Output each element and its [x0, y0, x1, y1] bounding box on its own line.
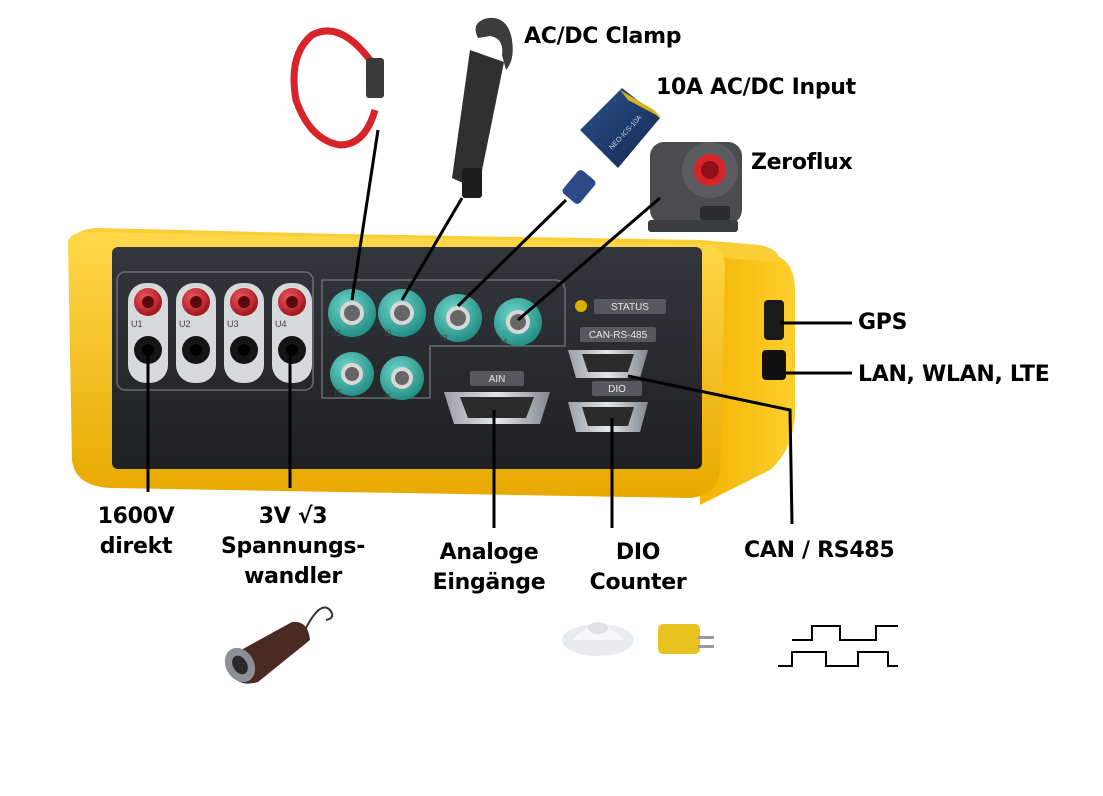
voltage-jack-u4[interactable]: U4	[272, 283, 312, 383]
current-sensor-10a-icon: NEO-ICS-10A	[562, 88, 662, 204]
i4-label: I4	[500, 337, 508, 347]
current-connector-i3[interactable]: I3	[434, 294, 482, 343]
zeroflux-label: Zeroflux	[751, 150, 853, 175]
voltage-section: U1 U2 U3 U4	[116, 271, 314, 391]
u4-label: U4	[275, 319, 287, 329]
gps-label: GPS	[858, 310, 908, 335]
v1600-line1: 1600V	[97, 504, 175, 529]
signal-waveform-icon	[778, 625, 898, 667]
dio-counter-label: DIO Counter	[568, 538, 708, 598]
u2-label: U2	[179, 319, 191, 329]
voltage-jack-u1[interactable]: U1	[128, 283, 168, 383]
leader-lines	[146, 129, 852, 528]
i3-label: I3	[440, 333, 448, 343]
zeroflux-sensor-icon	[648, 142, 742, 232]
dio-panel-label: DIO	[608, 384, 626, 395]
current-connector-i6[interactable]: I6	[380, 356, 424, 402]
current-connector-i5[interactable]: I5	[330, 352, 374, 398]
can-rs485-port[interactable]	[568, 350, 648, 378]
ain-port[interactable]	[444, 392, 550, 424]
i1-label: I1	[334, 328, 342, 338]
analog-inputs-label: Analoge Eingänge	[414, 538, 564, 598]
i5-label: I5	[334, 388, 342, 398]
v1600-line2: direkt	[99, 534, 173, 559]
can-rs485-caption: CAN / RS485	[744, 538, 895, 563]
lan-wlan-lte-label: LAN, WLAN, LTE	[858, 362, 1050, 387]
status-label: STATUS	[611, 302, 649, 313]
dio-line1: DIO	[615, 540, 661, 565]
v3-line2: Spannungs-	[220, 534, 366, 559]
can-rs485-label: CAN-RS-485	[589, 330, 648, 341]
v3-transformer-label: 3V √3 Spannungs- wandler	[208, 502, 378, 592]
v3-line1: 3V √3	[258, 504, 328, 529]
temperature-sensor-icon	[562, 622, 634, 656]
v3-line3: wandler	[244, 564, 342, 589]
lan-port[interactable]	[762, 350, 786, 380]
status-section: STATUS CAN-RS-485 DIO AIN	[444, 299, 666, 432]
voltage-jack-u3[interactable]: U3	[224, 283, 264, 383]
ac-dc-clamp-icon	[452, 17, 513, 198]
voltage-jack-u2[interactable]: U2	[176, 283, 216, 383]
i2-label: I2	[384, 328, 392, 338]
ain-label: AIN	[489, 374, 506, 385]
v1600-label: 1600V direkt	[66, 502, 206, 562]
input-10a-label: 10A AC/DC Input	[656, 75, 856, 100]
gps-port[interactable]	[764, 300, 784, 340]
voltage-transformer-icon	[224, 606, 334, 684]
analog-line1: Analoge	[439, 540, 539, 565]
status-led	[575, 300, 587, 312]
thermocouple-plug-icon	[658, 624, 714, 654]
u3-label: U3	[227, 319, 239, 329]
dio-port[interactable]	[568, 402, 648, 432]
i6-label: I6	[384, 392, 392, 402]
dio-line2: Counter	[589, 570, 687, 595]
analog-line2: Eingänge	[432, 570, 546, 595]
ac-dc-clamp-label: AC/DC Clamp	[524, 24, 682, 49]
current-connector-i2[interactable]: I2	[378, 289, 426, 338]
u1-label: U1	[131, 319, 143, 329]
current-connector-i1[interactable]: I1	[328, 289, 376, 338]
flex-clamp-icon	[290, 27, 384, 149]
